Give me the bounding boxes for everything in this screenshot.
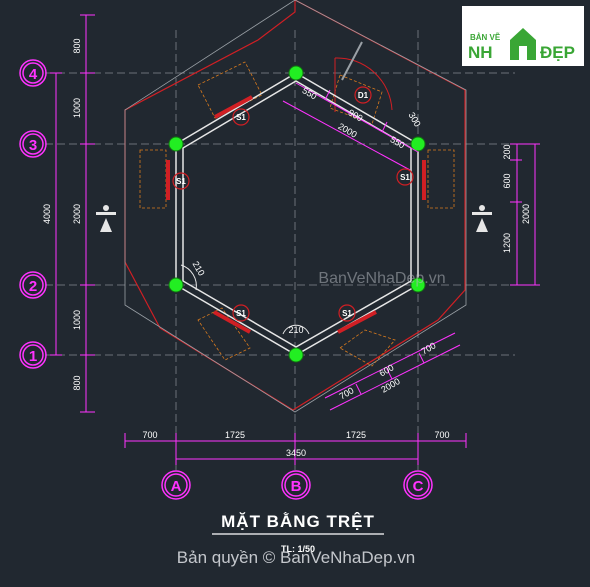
- dim-right-total: 2000: [521, 204, 531, 224]
- bench-outlines: [139, 61, 455, 367]
- grid-row-label-1: 1: [29, 348, 37, 365]
- dim-upper-right-3: 550: [388, 134, 406, 150]
- house-icon: [510, 28, 536, 60]
- grid-col-label-b: B: [291, 478, 302, 495]
- grid-row-label-3: 3: [29, 137, 37, 154]
- tag-s1-bottom-right: S1: [342, 309, 352, 318]
- dim-right-2: 600: [502, 173, 512, 188]
- drawing-scale: TL: 1/50: [281, 544, 315, 554]
- dim-upper-right-1: 550: [300, 85, 318, 101]
- columns: [168, 65, 426, 363]
- grid-row-bubbles: [19, 59, 47, 369]
- site-logo: BẢN VẼ NH ĐẸP: [462, 6, 584, 66]
- section-marker-right: [472, 205, 492, 232]
- dim-left-5: 800: [72, 375, 82, 390]
- left-dimension-texts: 800 1000 2000 1000 800 4000: [42, 38, 82, 390]
- tag-circles: [172, 86, 414, 322]
- section-marker-left: [96, 205, 116, 232]
- watermark-text: BanVeNhaDep.vn: [318, 270, 445, 287]
- dim-upper-right-4: 300: [407, 110, 423, 128]
- dim-left-total: 4000: [42, 204, 52, 224]
- tag-s1-right: S1: [400, 173, 410, 182]
- dim-left-4: 1000: [72, 310, 82, 330]
- door-swing: [334, 57, 393, 112]
- drawing-title: MẶT BẰNG TRỆT: [221, 512, 375, 531]
- dim-upper-right-2: 900: [346, 107, 364, 123]
- dim-right-1: 200: [502, 144, 512, 159]
- tag-s1-left: S1: [176, 177, 186, 186]
- dim-upper-right-total: 2000: [336, 121, 358, 140]
- left-dimension-lines: [50, 14, 95, 413]
- dim-bottom-2: 1725: [225, 430, 245, 440]
- dim-left-2: 1000: [72, 98, 82, 118]
- dim-bottom-total: 3450: [286, 448, 306, 458]
- grid-col-label-a: A: [171, 478, 182, 495]
- door-handle: [341, 41, 363, 81]
- wall-panels: [166, 95, 426, 334]
- dim-lower-right-total: 2000: [379, 376, 401, 395]
- angle-arcs: [180, 264, 310, 335]
- dim-left-1: 800: [72, 38, 82, 53]
- lower-right-dimension-lines: [324, 332, 461, 411]
- dim-lower-right-2: 600: [377, 362, 395, 378]
- tag-s1-bottom-left: S1: [236, 309, 246, 318]
- angle-label-bottom: 210: [288, 325, 303, 335]
- upper-right-dimension-lines: [282, 82, 419, 171]
- logo-line2a: NH: [468, 43, 493, 62]
- tag-d1: D1: [358, 91, 369, 100]
- dim-bottom-1: 700: [142, 430, 157, 440]
- grid-col-label-c: C: [413, 478, 424, 495]
- outer-hexagon: [124, 0, 467, 413]
- tag-s1-top-left: S1: [236, 113, 246, 122]
- logo-line2b: ĐẸP: [540, 43, 575, 62]
- gridlines: [45, 30, 515, 470]
- dim-left-3: 2000: [72, 204, 82, 224]
- grid-row-label-2: 2: [29, 278, 37, 295]
- copyright-text: Bản quyền © BanVeNhaDep.vn: [177, 548, 415, 567]
- grid-row-label-4: 4: [29, 66, 38, 83]
- logo-line1: BẢN VẼ: [470, 33, 501, 42]
- bottom-dimension-lines: [124, 433, 467, 465]
- dim-bottom-4: 700: [434, 430, 449, 440]
- dim-right-3: 1200: [502, 233, 512, 253]
- grid-col-bubbles: [161, 470, 433, 500]
- dim-bottom-3: 1725: [346, 430, 366, 440]
- right-dimension-lines: [510, 143, 540, 286]
